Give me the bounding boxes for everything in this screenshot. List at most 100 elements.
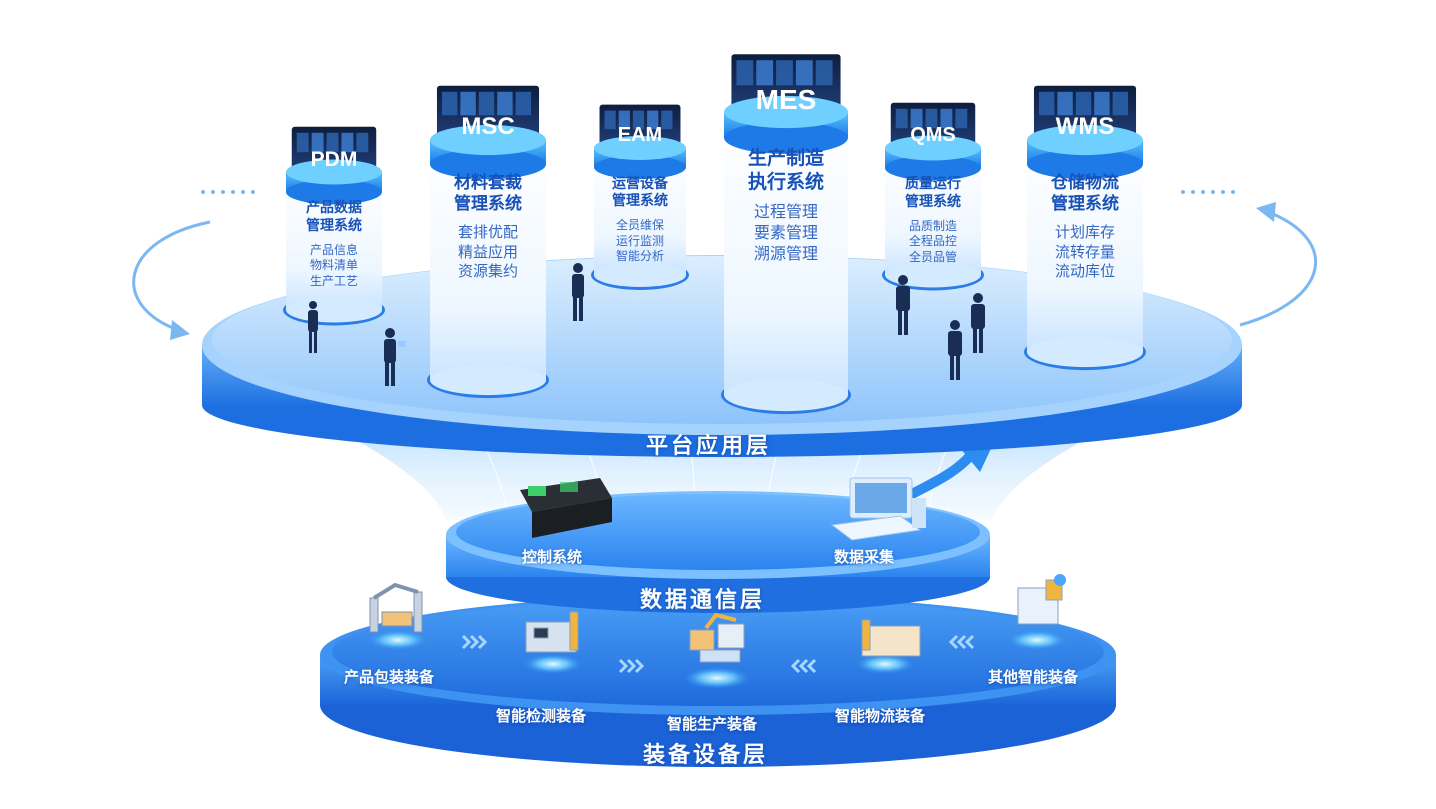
computer-icon bbox=[830, 477, 926, 541]
equipment-label: 智能检测装备 bbox=[496, 707, 587, 725]
person-icon bbox=[572, 263, 584, 321]
system-item: 流转存量 bbox=[1054, 242, 1115, 261]
person-icon bbox=[896, 275, 910, 335]
system-code: QMS bbox=[910, 123, 956, 146]
system-item: 要素管理 bbox=[753, 223, 818, 243]
screen-panel bbox=[940, 108, 953, 129]
chevron-icon bbox=[461, 634, 975, 674]
system-item: 全员品管 bbox=[908, 250, 957, 265]
system-name: 材料套裁管理系统 bbox=[430, 173, 546, 216]
equipment-label: 其他智能装备 bbox=[988, 668, 1079, 686]
system-item: 计划库存 bbox=[1054, 223, 1115, 242]
system-item: 智能分析 bbox=[615, 249, 664, 264]
control-system-label: 控制系统 bbox=[522, 548, 583, 566]
screen-panel bbox=[356, 132, 369, 153]
person-icon bbox=[948, 320, 962, 380]
system-items: 产品信息物料清单生产工艺 bbox=[286, 243, 382, 290]
screen-panel bbox=[604, 110, 616, 130]
rotate-left-arrow-icon bbox=[132, 220, 211, 340]
system-name: 仓储物流管理系统 bbox=[1027, 173, 1143, 216]
system-item: 流动库位 bbox=[1054, 262, 1115, 281]
screen-panel bbox=[1038, 91, 1055, 116]
screen-panel bbox=[1057, 91, 1073, 116]
logistics-machine-icon bbox=[861, 619, 921, 657]
person-icon bbox=[971, 293, 985, 353]
cylinder-cap-top bbox=[724, 95, 848, 129]
screen-panel bbox=[895, 108, 908, 129]
screen-panel bbox=[756, 60, 774, 86]
screen-panel bbox=[955, 108, 968, 129]
screen-panel bbox=[460, 91, 476, 116]
system-item: 溯源管理 bbox=[753, 244, 818, 263]
cylinder-cap-top bbox=[1027, 124, 1143, 156]
data-layer-title: 数据通信层 bbox=[640, 588, 766, 613]
system-item: 全员维保 bbox=[615, 217, 664, 232]
cylinder-bottom bbox=[594, 263, 686, 287]
cylinder-cap-top bbox=[885, 135, 981, 161]
system-name-line: 管理系统 bbox=[454, 194, 522, 215]
people-group bbox=[308, 263, 985, 386]
screen-panel bbox=[1112, 91, 1129, 116]
cylinder-bottom bbox=[1027, 336, 1143, 368]
system-items: 品质制造全程品控全员品管 bbox=[885, 219, 981, 266]
cylinder-cap-lower bbox=[1027, 149, 1143, 180]
system-item: 产品信息 bbox=[309, 242, 358, 257]
screen-panel bbox=[326, 132, 339, 153]
system-name-line: 管理系统 bbox=[612, 193, 668, 210]
system-name-line: 生产制造 bbox=[747, 147, 824, 169]
cylinder-bottom bbox=[724, 378, 848, 412]
system-item: 精益应用 bbox=[457, 242, 518, 261]
system-name-line: 执行系统 bbox=[747, 170, 824, 193]
system-code: MES bbox=[755, 83, 817, 115]
screen-panel bbox=[647, 110, 659, 130]
system-items: 过程管理要素管理溯源管理 bbox=[724, 202, 848, 264]
system-item: 品质制造 bbox=[908, 218, 957, 233]
robot-arm-icon bbox=[369, 582, 423, 633]
system-name-line: 产品数据 bbox=[306, 200, 362, 217]
system-item: 套排优配 bbox=[457, 223, 518, 242]
person-icon bbox=[384, 328, 406, 386]
system-item: 运行监测 bbox=[615, 233, 664, 248]
screen-panel bbox=[441, 91, 458, 116]
cylinder-bottom bbox=[430, 364, 546, 396]
equipment-label: 智能物流装备 bbox=[835, 707, 926, 725]
system-items: 套排优配精益应用资源集约 bbox=[430, 223, 546, 282]
system-name: 运营设备管理系统 bbox=[594, 176, 686, 211]
equipment-layer-title: 装备设备层 bbox=[643, 743, 769, 768]
cylinder-body bbox=[430, 140, 546, 380]
screen-panel bbox=[478, 91, 495, 116]
inspection-machine-icon bbox=[525, 611, 579, 653]
smart-device-icon bbox=[1017, 574, 1066, 625]
system-item: 全程品控 bbox=[908, 234, 957, 249]
screen-panel bbox=[1075, 91, 1092, 116]
cylinder-cap-lower bbox=[594, 155, 686, 180]
cylinder-bottom bbox=[885, 262, 981, 288]
data-collection-label: 数据采集 bbox=[834, 548, 895, 566]
cylinder-cap-top bbox=[430, 124, 546, 156]
equipment-label: 智能生产装备 bbox=[667, 715, 758, 733]
cylinder-cap-top bbox=[286, 159, 382, 185]
platform-layer-title: 平台应用层 bbox=[646, 434, 772, 459]
production-machine-icon bbox=[689, 612, 745, 663]
cylinder-cap-lower bbox=[724, 121, 848, 154]
system-name: 生产制造执行系统 bbox=[724, 147, 848, 195]
screen-panel bbox=[515, 91, 532, 116]
system-item: 生产工艺 bbox=[309, 274, 358, 289]
dots-left-icon bbox=[201, 190, 255, 194]
equipment-label: 产品包装装备 bbox=[344, 668, 435, 686]
system-item: 物料清单 bbox=[309, 258, 358, 273]
system-item: 过程管理 bbox=[753, 202, 818, 222]
equipment-icons bbox=[368, 574, 1067, 689]
system-item: 资源集约 bbox=[457, 262, 518, 281]
system-items: 计划库存流转存量流动库位 bbox=[1027, 223, 1143, 282]
system-name-line: 质量运行 bbox=[905, 176, 961, 193]
screen-panel bbox=[497, 91, 513, 116]
system-name-line: 运营设备 bbox=[612, 175, 668, 192]
cylinder-body bbox=[724, 112, 848, 395]
system-name-line: 管理系统 bbox=[905, 193, 961, 210]
system-name-line: 仓储物流 bbox=[1051, 173, 1119, 194]
system-name: 产品数据管理系统 bbox=[286, 200, 382, 235]
screen-panel bbox=[736, 60, 754, 86]
system-code: WMS bbox=[1055, 112, 1115, 140]
